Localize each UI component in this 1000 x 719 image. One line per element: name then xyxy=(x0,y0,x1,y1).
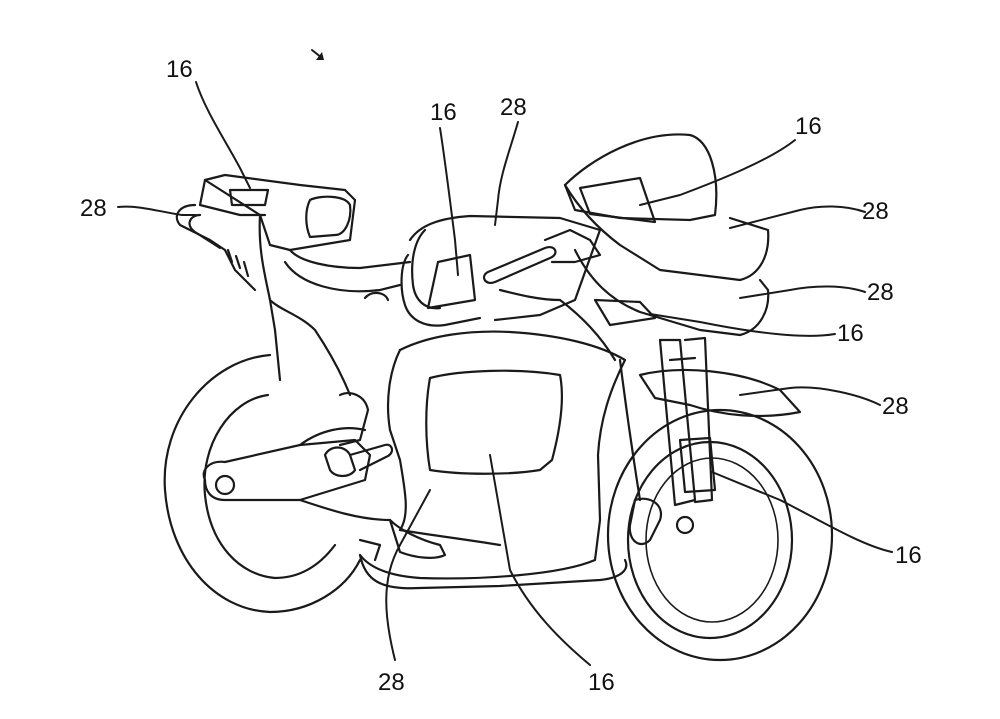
label-28-tail: 28 xyxy=(80,195,107,222)
fork-sensor-panel xyxy=(678,436,717,494)
handlebar xyxy=(482,228,602,302)
belly-pan xyxy=(358,518,447,562)
label-28-fairing-mid: 28 xyxy=(867,279,894,306)
front-fork xyxy=(618,336,802,546)
tail-sensor-panel xyxy=(228,188,270,207)
leader-28-fairing-upper xyxy=(729,205,866,229)
front-fairing xyxy=(558,133,770,362)
tail-light xyxy=(305,195,352,239)
label-16-fork: 16 xyxy=(895,542,922,569)
leader-16-fairing-side xyxy=(649,313,836,337)
label-16-side: 16 xyxy=(588,669,615,696)
leader-16-side xyxy=(489,454,591,666)
direction-arrow-icon xyxy=(311,49,324,60)
leader-16-tank xyxy=(439,127,459,276)
seat-area xyxy=(258,213,412,397)
fairing-side-sensor-panel xyxy=(593,298,657,327)
label-16-windscreen: 16 xyxy=(795,113,822,140)
windscreen xyxy=(563,133,718,222)
leader-16-windscreen xyxy=(639,139,796,206)
rear-wheel xyxy=(163,353,362,614)
leader-28-tail xyxy=(117,205,197,216)
label-28-belly: 28 xyxy=(378,669,405,696)
swingarm xyxy=(202,427,392,522)
front-wheel xyxy=(606,408,834,662)
tank-sensor-panel xyxy=(426,253,477,310)
label-16-tail: 16 xyxy=(166,56,193,83)
rearset xyxy=(323,392,394,478)
windscreen-sensor-panel xyxy=(578,176,657,224)
leader-28-fairing-mid xyxy=(739,285,866,299)
front-fender xyxy=(638,368,802,418)
label-16-tank: 16 xyxy=(430,99,457,126)
leader-28-tank xyxy=(494,121,519,226)
leader-16-fork xyxy=(711,471,893,553)
label-28-fender: 28 xyxy=(882,393,909,420)
leader-lines xyxy=(117,81,893,666)
side-sensor-panel xyxy=(425,369,564,475)
label-28-tank: 28 xyxy=(500,94,527,121)
leader-16-tail xyxy=(195,81,251,189)
side-fairing xyxy=(358,330,628,590)
tail-section xyxy=(175,173,357,292)
label-16-fairing-side: 16 xyxy=(837,320,864,347)
label-28-fairing-upper: 28 xyxy=(862,198,889,225)
leader-28-belly xyxy=(385,489,431,661)
reference-numerals: 16 28 16 28 16 28 28 16 28 16 28 16 xyxy=(80,56,922,696)
leader-28-fender xyxy=(739,386,881,406)
